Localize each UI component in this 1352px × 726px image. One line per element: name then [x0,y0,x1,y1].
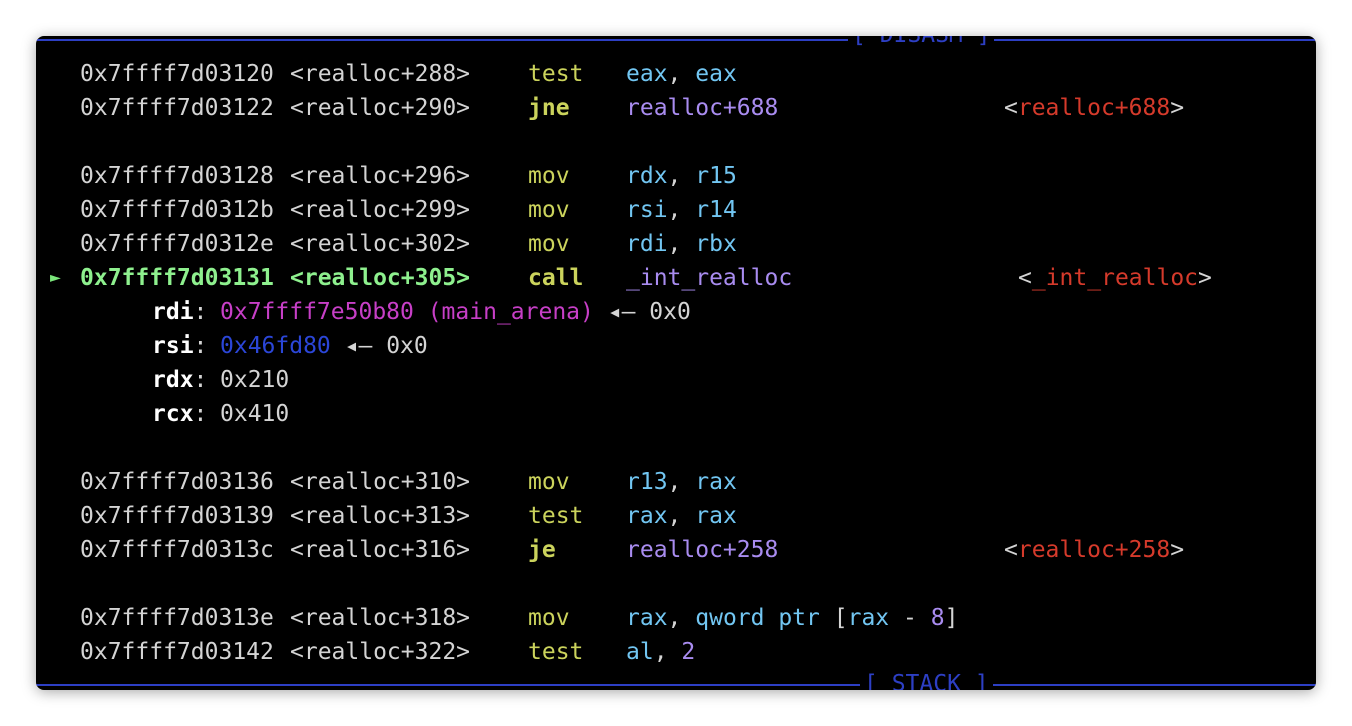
argument-value: 0x210 [220,367,290,393]
instruction-address: 0x7ffff7d0312b [80,197,274,223]
instruction-address: 0x7ffff7d0313e [80,605,274,631]
mnemonic: jne [528,95,570,121]
target-comment: <realloc+688> [1004,95,1185,121]
operands: r13, rax [626,469,737,495]
symbol-offset: <realloc+288> [290,61,471,87]
disasm-line[interactable]: 0x7ffff7d03139 <realloc+313> test rax, r… [36,499,737,533]
mnemonic: mov [528,469,570,495]
argument-value: 0x410 [220,401,290,427]
instruction-address: 0x7ffff7d0312e [80,231,274,257]
symbol-offset: <realloc+310> [290,469,471,495]
mnemonic: mov [528,197,570,223]
symbol-offset: <realloc+290> [290,95,471,121]
call-argument: rsi: 0x46fd80 ◂— 0x0 [36,329,428,363]
symbol-offset: <realloc+296> [290,163,471,189]
terminal-window: [ DISASM ] 0x7ffff7d03120 <realloc+288> … [36,36,1316,690]
target-comment: <realloc+258> [1004,537,1185,563]
operands: rdi, rbx [626,231,737,257]
symbol-offset: <realloc+322> [290,639,471,665]
argument-register: rcx: [152,401,208,427]
mnemonic: call [528,265,584,291]
disasm-line[interactable]: 0x7ffff7d03122 <realloc+290> jne realloc… [36,91,1184,125]
argument-value: 0x7ffff7e50b80 (main_arena) ◂— 0x0 [220,299,691,325]
argument-register: rdx: [152,367,208,393]
disasm-line[interactable]: 0x7ffff7d03128 <realloc+296> mov rdx, r1… [36,159,737,193]
disasm-line[interactable]: 0x7ffff7d0312e <realloc+302> mov rdi, rb… [36,227,737,261]
call-argument: rcx: 0x410 [36,397,289,431]
argument-register: rdi: [152,299,208,325]
call-target: _int_realloc [626,265,793,291]
call-argument: rdi: 0x7ffff7e50b80 (main_arena) ◂— 0x0 [36,295,691,329]
symbol-offset: <realloc+313> [290,503,471,529]
symbol-offset: <realloc+302> [290,231,471,257]
disasm-line[interactable]: 0x7ffff7d0313e <realloc+318> mov rax, qw… [36,601,958,635]
mnemonic: test [528,61,584,87]
stack-header: [ STACK ] [860,672,993,690]
mnemonic: mov [528,163,570,189]
disasm-header: [ DISASM ] [848,36,995,47]
argument-value: 0x46fd80 ◂— 0x0 [220,333,428,359]
mnemonic: je [528,537,556,563]
symbol-offset: <realloc+318> [290,605,471,631]
mnemonic: mov [528,231,570,257]
target-comment: <_int_realloc> [1018,265,1212,291]
instruction-address: 0x7ffff7d03139 [80,503,274,529]
call-argument: rdx: 0x210 [36,363,289,397]
symbol-offset: <realloc+316> [290,537,471,563]
instruction-address: 0x7ffff7d03131 [80,265,274,291]
disasm-separator [36,39,1316,41]
operands: rdx, r15 [626,163,737,189]
disasm-line[interactable]: 0x7ffff7d03120 <realloc+288> test eax, e… [36,57,737,91]
operands: eax, eax [626,61,737,87]
disasm-line[interactable]: 0x7ffff7d0312b <realloc+299> mov rsi, r1… [36,193,737,227]
operands: rax, rax [626,503,737,529]
stack-separator [36,684,1316,686]
argument-register: rsi: [152,333,208,359]
instruction-address: 0x7ffff7d0313c [80,537,274,563]
symbol-offset: <realloc+305> [290,265,471,291]
branch-target: realloc+688 [626,95,779,121]
operands: rsi, r14 [626,197,737,223]
operands: al, 2 [626,639,696,665]
current-instruction-line[interactable]: ► 0x7ffff7d03131 <realloc+305> call _int… [36,261,1212,295]
instruction-address: 0x7ffff7d03142 [80,639,274,665]
operands: rax, qword ptr [rax - 8] [626,605,959,631]
mnemonic: test [528,503,584,529]
instruction-address: 0x7ffff7d03136 [80,469,274,495]
instruction-address: 0x7ffff7d03122 [80,95,274,121]
instruction-address: 0x7ffff7d03128 [80,163,274,189]
mnemonic: test [528,639,584,665]
symbol-offset: <realloc+299> [290,197,471,223]
current-line-marker-icon: ► [50,267,61,288]
branch-target: realloc+258 [626,537,779,563]
mnemonic: mov [528,605,570,631]
instruction-address: 0x7ffff7d03120 [80,61,274,87]
disasm-line[interactable]: 0x7ffff7d03142 <realloc+322> test al, 2 [36,635,695,669]
disasm-line[interactable]: 0x7ffff7d03136 <realloc+310> mov r13, ra… [36,465,737,499]
disasm-line[interactable]: 0x7ffff7d0313c <realloc+316> je realloc+… [36,533,1184,567]
